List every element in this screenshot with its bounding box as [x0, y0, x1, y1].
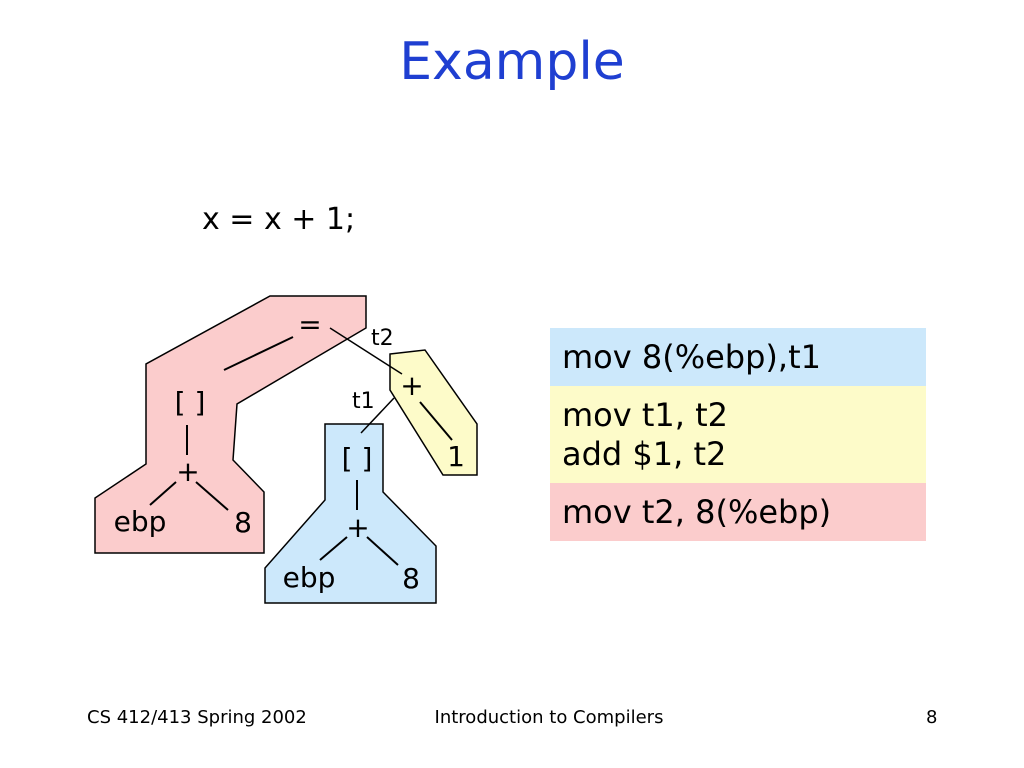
code-line: mov 8(%ebp),t1 [562, 338, 821, 376]
node-inner-plus: + [346, 511, 369, 544]
edge-add-inner-mem [360, 397, 395, 434]
node-inner-ebp: ebp [283, 561, 336, 594]
node-eight: 8 [234, 506, 252, 539]
edge-inner-plus-eight [366, 536, 399, 566]
edge-inner-plus-ebp [319, 536, 348, 561]
edge-plus-ebp [149, 481, 177, 506]
edge-add-one [419, 401, 453, 441]
tile-load-shape [264, 423, 437, 604]
edge-assign-mem [223, 336, 294, 371]
node-mem: [ ] [175, 386, 206, 419]
code-line: add $1, t2 [562, 435, 727, 473]
temp-label-t1: t1 [352, 389, 375, 414]
footer-page-number: 8 [926, 707, 938, 728]
code-line: mov t2, 8(%ebp) [562, 493, 832, 531]
source-statement: x = x + 1; [202, 202, 356, 237]
code-block: mov 8(%ebp),t1 [550, 328, 926, 386]
node-assign: = [298, 308, 321, 341]
node-ebp: ebp [114, 505, 167, 538]
code-block: mov t2, 8(%ebp) [550, 483, 926, 541]
temp-label-t2: t2 [371, 326, 394, 351]
footer-course: CS 412/413 Spring 2002 [87, 707, 307, 728]
node-inner-eight: 8 [402, 562, 420, 595]
node-inner-mem: [ ] [342, 442, 373, 475]
node-one: 1 [447, 440, 465, 473]
tile-store-shape [94, 295, 367, 554]
node-add-plus: + [400, 369, 423, 402]
tile-add-shape [389, 349, 478, 476]
node-plus: + [176, 455, 199, 488]
footer-subject: Introduction to Compilers [434, 707, 664, 728]
edge-plus-eight [195, 481, 229, 511]
slide-title: Example [399, 32, 625, 92]
edge-assign-add [329, 327, 403, 375]
code-line: mov t1, t2 [562, 396, 729, 434]
